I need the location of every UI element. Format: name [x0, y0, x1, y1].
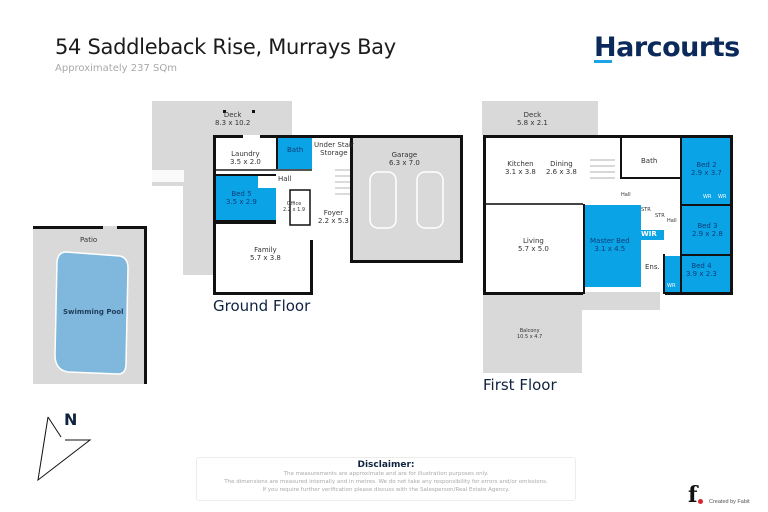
ground-floor-title: Ground Floor [213, 297, 311, 315]
ff-wr2-label: WR [718, 194, 727, 200]
first-floor-title: First Floor [483, 376, 557, 394]
north-indicator: N [64, 410, 78, 429]
patio-area [33, 226, 147, 384]
ff-ens-label: Ens. [645, 263, 660, 271]
ff-wir-label: WIR [641, 230, 657, 238]
ff-hall1-label: Hall [621, 192, 631, 198]
master-bed-area [585, 205, 641, 287]
disclaimer-title: Disclaimer: [357, 460, 415, 470]
ff-wr1-label: WR [703, 194, 712, 200]
ff-bath-label: Bath [641, 157, 658, 165]
pool-label: Swimming Pool [63, 308, 124, 316]
ground-deck [152, 101, 292, 275]
first-floor-interior [483, 135, 733, 373]
patio-label: Patio [80, 236, 98, 244]
gf-bath-label: Bath [287, 146, 304, 154]
disclaimer-box: Disclaimer: The measurements are approxi… [196, 457, 576, 501]
garage-cars [369, 171, 444, 229]
first-deck [482, 101, 598, 135]
property-area: Approximately 237 SQm [55, 63, 177, 74]
compass-arrow [37, 416, 92, 482]
property-address: 54 Saddleback Rise, Murrays Bay [55, 35, 396, 59]
fabit-logo-dot [698, 499, 703, 504]
ff-str2-label: STR [655, 213, 665, 219]
fabit-logo-icon: f [688, 482, 698, 508]
ground-floor-interior [213, 135, 463, 295]
disclaimer-line: If you require further verification plea… [262, 487, 510, 493]
disclaimer-line: The measurements are approximate and are… [283, 471, 489, 477]
ff-hall2-label: Hall [667, 218, 677, 224]
logo-accent-bar [594, 60, 612, 63]
gf-hall-label: Hall [278, 175, 292, 183]
ff-str1-label: STR [641, 207, 651, 213]
harcourts-logo: Harcourts [594, 32, 740, 63]
ff-wr3-label: WR [667, 283, 676, 289]
fabit-credit: Created by Fabit [709, 499, 750, 505]
disclaimer-line: The dimensions are measured internally a… [224, 479, 548, 485]
